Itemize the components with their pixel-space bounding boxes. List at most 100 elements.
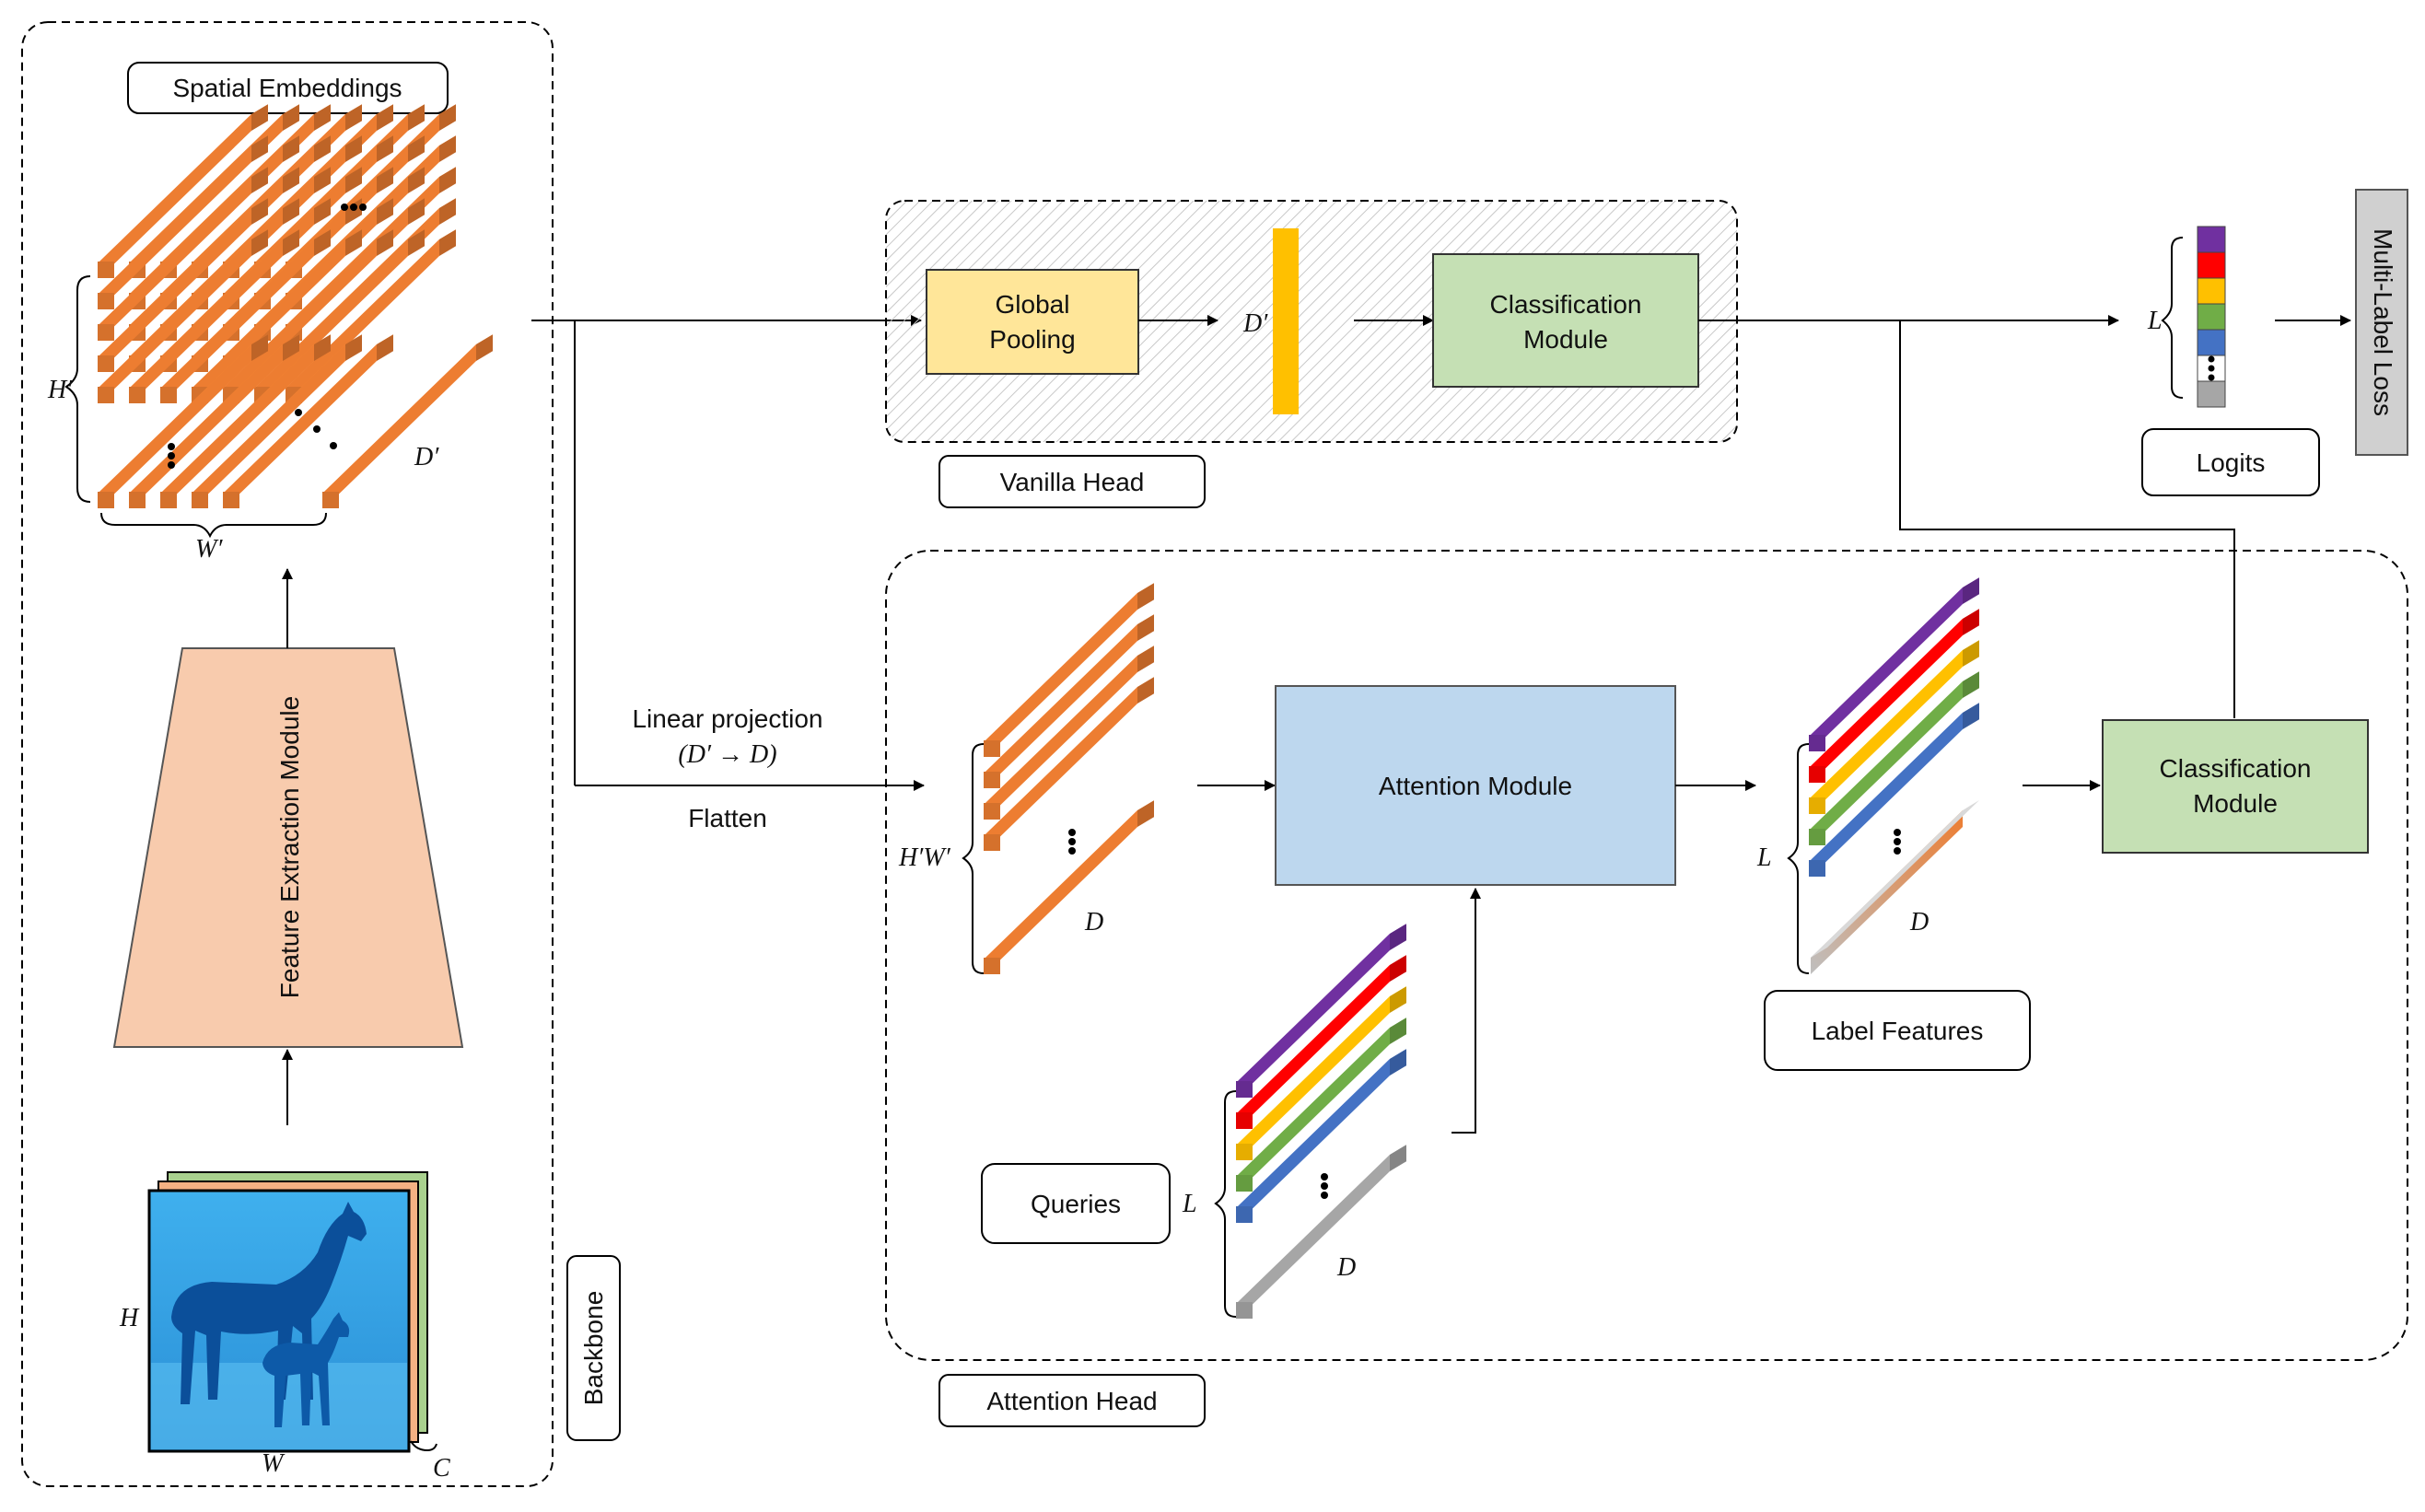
logit-cell (2197, 226, 2226, 253)
attention-classifier-to-logits-line (1899, 320, 2235, 718)
l-symbol-queries: L (1182, 1190, 1197, 1218)
label-feature-bar (1809, 609, 1979, 783)
w-prime-brace (100, 512, 327, 539)
multi-label-loss-box: Multi-Label Loss (2355, 189, 2408, 456)
ellipsis-dots (1894, 829, 1901, 855)
embedding-bar (98, 198, 268, 372)
hw-prime-symbol: H′W′ (898, 843, 951, 872)
c-brace (410, 1440, 437, 1452)
logits-label-box: Logits (2141, 428, 2320, 496)
logit-cell (2197, 329, 2226, 356)
queries-label: Queries (1031, 1190, 1121, 1218)
d-symbol-flat: D (1084, 908, 1103, 936)
attention-head-label: Attention Head (986, 1387, 1157, 1415)
query-bar (1236, 924, 1406, 1098)
multi-label-loss-label: Multi-Label Loss (2369, 228, 2397, 416)
feature-bar (984, 800, 1154, 974)
vanilla-classification-module: Classification Module (1432, 253, 1699, 388)
label-feature-bar (1809, 640, 1979, 814)
feature-extraction-label: Feature Extraction Module (275, 696, 304, 998)
pooled-vector (1273, 228, 1299, 414)
w-symbol: W (262, 1449, 286, 1478)
ellipsis-dots (295, 409, 337, 449)
foal-silhouette (262, 1312, 350, 1427)
query-bar (1236, 1049, 1406, 1223)
c-symbol: C (433, 1454, 450, 1483)
global-pooling-label-line1: Global (996, 290, 1070, 319)
label-features-label-box: Label Features (1764, 990, 2031, 1071)
embedding-bar (98, 167, 268, 341)
label-feature-bar (1809, 671, 1979, 845)
backbone-region (21, 21, 554, 1487)
attention-module: Attention Module (1275, 685, 1676, 886)
logits-label: Logits (2197, 448, 2266, 477)
feature-bar (984, 646, 1154, 820)
embedding-bar (160, 229, 331, 403)
projection-formula: (D′ → D) (678, 740, 776, 769)
feature-extraction-module: Feature Extraction Module (112, 647, 464, 1048)
ellipsis-dots (2208, 355, 2215, 381)
feature-bar (984, 614, 1154, 788)
embedding-bar (98, 135, 268, 309)
label-features-brace (1787, 743, 1810, 974)
logit-cell (2197, 303, 2226, 331)
query-bar (1236, 1145, 1406, 1319)
embedding-bar (223, 334, 393, 508)
query-bar (1236, 1018, 1406, 1192)
logit-cell (2197, 380, 2226, 408)
ellipsis-dots (1068, 829, 1076, 855)
input-image-stack (147, 1171, 428, 1453)
attention-classification-label-line1: Classification (2160, 754, 2312, 783)
query-bar (1236, 955, 1406, 1129)
attention-head-label-box: Attention Head (939, 1374, 1206, 1427)
embedding-bar (98, 334, 268, 508)
vanilla-head-label: Vanilla Head (1000, 468, 1145, 496)
embedding-bar (322, 334, 493, 508)
d-prime-symbol-grid: D′ (414, 443, 439, 471)
global-pooling-box: Global Pooling (926, 269, 1139, 375)
logit-cell (2197, 251, 2226, 279)
l-symbol-logits: L (2147, 307, 2163, 335)
d-symbol-queries: D (1336, 1253, 1356, 1282)
vanilla-classification-label-line2: Module (1523, 325, 1608, 354)
global-pooling-label-line2: Pooling (989, 325, 1075, 354)
embedding-bar (160, 334, 331, 508)
hw-prime-brace (962, 743, 985, 974)
spatial-embeddings-grid (98, 104, 493, 508)
embedding-bar (192, 334, 362, 508)
flatten-label: Flatten (688, 804, 767, 832)
h-prime-brace (64, 275, 91, 503)
embedding-bar (98, 229, 268, 403)
feature-bar (984, 677, 1154, 851)
ellipsis-dots (341, 204, 367, 211)
spatial-embeddings-label: Spatial Embeddings (172, 74, 402, 102)
queries-stack (1236, 924, 1406, 1319)
linear-projection-label: Linear projection (632, 704, 822, 733)
l-symbol-features: L (1756, 843, 1772, 872)
logit-cell (2197, 277, 2226, 305)
d-symbol-features: D (1909, 908, 1929, 936)
label-feature-bar (1809, 703, 1979, 877)
label-features-label: Label Features (1812, 1017, 1984, 1045)
attention-classification-label-line2: Module (2193, 789, 2278, 818)
ellipsis-dots (168, 443, 175, 469)
label-feature-bar (1809, 577, 1979, 751)
query-bar (1236, 986, 1406, 1160)
embedding-bar (98, 104, 268, 278)
backbone-label: Backbone (579, 1291, 608, 1406)
h-symbol: H (119, 1304, 140, 1332)
vanilla-head-label-box: Vanilla Head (939, 455, 1206, 508)
logits-vector (2197, 226, 2226, 408)
embedding-bar (129, 229, 299, 403)
backbone-label-box: Backbone (566, 1255, 621, 1441)
spatial-embeddings-box: Spatial Embeddings (127, 62, 449, 114)
arrow-queries-to-attention (1452, 888, 1481, 1134)
h-prime-symbol: H′ (47, 376, 73, 404)
attention-module-label: Attention Module (1379, 772, 1572, 800)
w-prime-symbol: W′ (195, 535, 223, 564)
vanilla-classification-label-line1: Classification (1490, 290, 1642, 319)
flattened-features (984, 583, 1154, 974)
attention-classification-module: Classification Module (2102, 719, 2369, 854)
logits-brace (2161, 237, 2184, 399)
